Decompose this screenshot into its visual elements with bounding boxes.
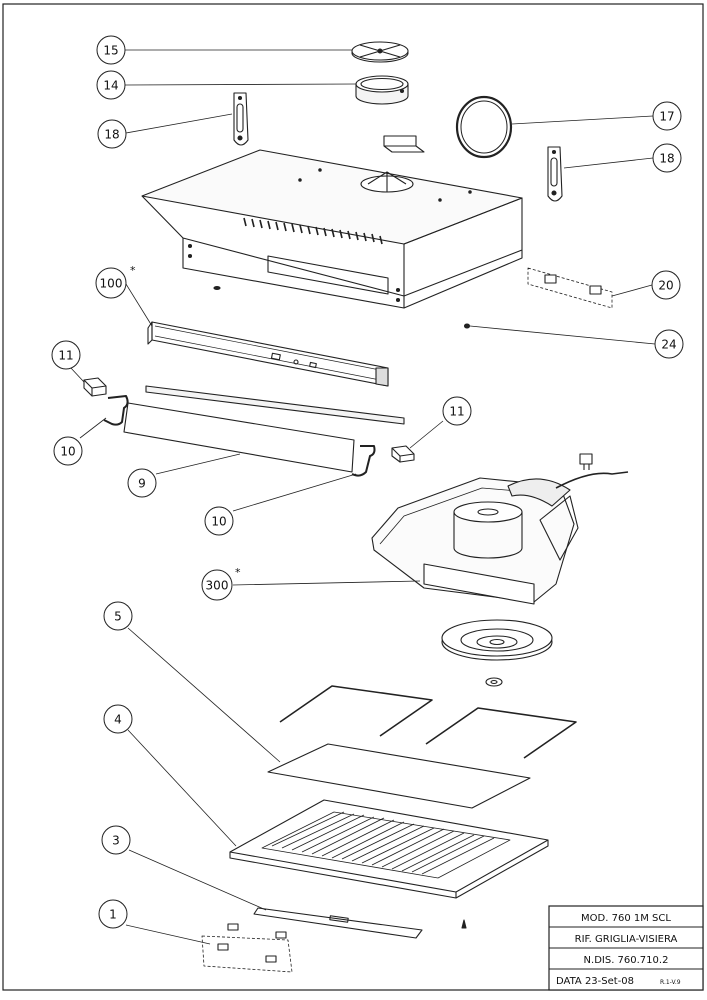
- part-handle-left: [103, 395, 129, 426]
- callout-label: 1: [109, 908, 117, 922]
- part-nut: [485, 677, 503, 687]
- drawing-frame: [2, 3, 704, 991]
- callout-asterisk: *: [235, 566, 241, 579]
- callout-20: 20: [651, 270, 681, 300]
- callout-label: 18: [659, 152, 674, 166]
- part-motor-cover: [441, 619, 553, 661]
- callout-24: 24: [654, 329, 684, 359]
- part-front-strip: [253, 907, 423, 939]
- part-grease-filter: [229, 799, 549, 899]
- part-grille-disc: [351, 41, 409, 63]
- callout-9: 9: [127, 468, 157, 498]
- title-block-model: MOD. 760 1M SCL: [581, 913, 671, 924]
- callout-label: 14: [103, 79, 118, 93]
- callout-label: 3: [112, 834, 120, 848]
- part-hood-body: [141, 149, 523, 309]
- title-block: MOD. 760 1M SCL RIF. GRIGLIA-VISIERA N.D…: [548, 905, 704, 991]
- callout-10-right: 10: [204, 506, 234, 536]
- part-visor-glass: [123, 402, 355, 473]
- callout-label: 9: [138, 477, 146, 491]
- callout-label: 15: [103, 44, 118, 58]
- part-handle-right: [351, 445, 376, 477]
- part-filter-mat: [267, 743, 531, 809]
- callout-5: 5: [103, 601, 133, 631]
- part-clip-set: [527, 267, 613, 309]
- part-filter-frame-right: [425, 707, 577, 759]
- callout-1: 1: [98, 899, 128, 929]
- part-bracket-left: [233, 92, 249, 146]
- title-block-date: DATA 23-Set-08: [556, 976, 634, 987]
- part-control-panel: [147, 321, 389, 387]
- callout-label: 20: [658, 279, 673, 293]
- part-small-screw: [461, 919, 467, 929]
- title-block-reference: RIF. GRIGLIA-VISIERA: [575, 934, 678, 945]
- callout-label: 24: [661, 338, 676, 352]
- callout-label: 17: [659, 110, 674, 124]
- part-duct-collar: [355, 75, 409, 105]
- part-gasket-ring: [455, 95, 513, 159]
- callout-14: 14: [96, 70, 126, 100]
- callout-15: 15: [96, 35, 126, 65]
- callout-label: 100: [100, 277, 123, 291]
- part-fixing-clips: [201, 923, 293, 973]
- callout-300: 300 *: [201, 566, 241, 601]
- part-blower-assembly: [371, 453, 629, 605]
- callout-label: 11: [449, 405, 464, 419]
- callout-17: 17: [652, 101, 682, 131]
- callout-label: 300: [206, 579, 229, 593]
- callout-label: 5: [114, 610, 122, 624]
- callout-asterisk: *: [130, 264, 136, 277]
- title-block-drawing-number: N.DIS. 760.710.2: [584, 955, 669, 966]
- part-button-right: [391, 445, 415, 463]
- title-block-revision: R.1-V.9: [660, 979, 681, 986]
- callout-3: 3: [101, 825, 131, 855]
- part-screw: [463, 323, 471, 329]
- callout-18-right: 18: [652, 143, 682, 173]
- part-light-strip: [145, 385, 405, 425]
- callout-100: 100 *: [95, 264, 136, 299]
- callout-4: 4: [103, 704, 133, 734]
- callout-label: 18: [104, 128, 119, 142]
- callout-label: 4: [114, 713, 122, 727]
- callout-11-left: 11: [51, 340, 81, 370]
- callout-label: 10: [211, 515, 226, 529]
- callout-18-left: 18: [97, 119, 127, 149]
- callout-10-left: 10: [53, 436, 83, 466]
- callout-label: 11: [58, 349, 73, 363]
- part-top-clip: [383, 135, 425, 153]
- part-bracket-right: [547, 146, 563, 202]
- part-button-left: [83, 377, 107, 397]
- part-filter-frame-left: [279, 685, 433, 737]
- callout-11-right: 11: [442, 396, 472, 426]
- leader-lines: [69, 49, 656, 945]
- callout-label: 10: [60, 445, 75, 459]
